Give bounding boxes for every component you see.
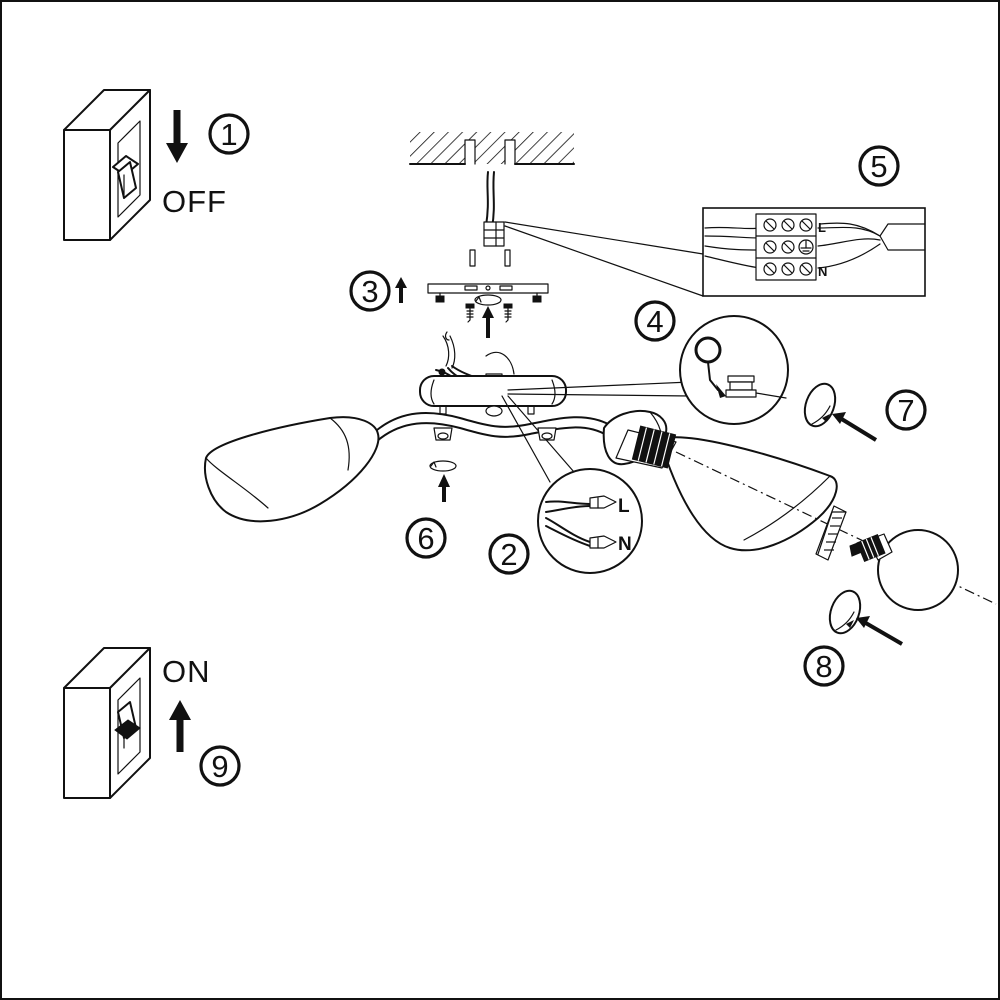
detail-pointer-4b <box>507 393 691 397</box>
lampshade-icon <box>204 416 380 523</box>
step-6-marker: 6 <box>405 517 447 559</box>
step-8-marker: 8 <box>803 645 845 687</box>
svg-text:3: 3 <box>361 274 378 309</box>
switch-on-label: ON <box>162 654 211 689</box>
canopy <box>419 375 567 417</box>
step-3-marker: 3 <box>349 270 391 312</box>
svg-text:5: 5 <box>870 149 887 184</box>
bulb-ring-rotate-icon <box>828 589 862 635</box>
step-6-arrow-up-icon <box>438 474 450 502</box>
bracket-arrow-up-icon <box>482 306 494 338</box>
wire-detail <box>537 468 643 574</box>
switch-off-label: OFF <box>162 184 227 219</box>
svg-text:2: 2 <box>500 537 517 572</box>
rotate-icon <box>474 294 502 306</box>
switch-off-icon <box>63 89 151 241</box>
bracket-screws <box>465 303 513 323</box>
detail-pointer-5a <box>504 221 704 255</box>
arrow-up-icon <box>169 700 191 752</box>
step-9-marker: 9 <box>199 745 241 787</box>
mounting-bracket <box>427 283 549 303</box>
arrow-down-icon <box>166 110 188 163</box>
terminal-neutral-label: N <box>818 264 827 279</box>
canopy-ring-nut <box>429 460 457 472</box>
detail-pointer-2a <box>501 395 551 483</box>
wire-neutral-label: N <box>618 534 632 555</box>
shade-ring <box>815 505 847 561</box>
switch-on-icon <box>63 647 151 799</box>
detail-pointer-4a <box>507 381 691 391</box>
step-1-marker: 1 <box>208 113 250 155</box>
step-4-marker: 4 <box>634 300 676 342</box>
terminal-block-detail <box>702 207 926 297</box>
fixture-arm <box>376 412 611 442</box>
bulb-socket <box>615 425 677 469</box>
supply-cable <box>483 171 505 247</box>
ground-detail <box>679 315 789 425</box>
ceiling <box>409 132 575 166</box>
svg-text:4: 4 <box>646 304 663 339</box>
step-8-arrow-icon <box>856 616 904 646</box>
svg-text:7: 7 <box>897 393 914 428</box>
bulb-icon <box>849 529 959 611</box>
wire-live-label: L <box>618 496 630 517</box>
terminal-live-label: L <box>818 220 826 235</box>
step-5-marker: 5 <box>858 145 900 187</box>
step-7-arrow-icon <box>832 412 878 442</box>
step-2-marker: 2 <box>488 533 530 575</box>
svg-text:6: 6 <box>417 521 434 556</box>
step-7-marker: 7 <box>885 389 927 431</box>
arm-nuts <box>433 427 557 441</box>
step-3-arrow-up-icon <box>395 277 407 303</box>
detail-pointer-5b <box>504 225 704 297</box>
wall-plugs <box>469 249 511 267</box>
shade-ring-rotate-icon <box>803 382 837 428</box>
svg-text:1: 1 <box>220 117 237 152</box>
ground-icon <box>798 239 814 255</box>
svg-text:8: 8 <box>815 649 832 684</box>
svg-text:9: 9 <box>211 749 228 784</box>
